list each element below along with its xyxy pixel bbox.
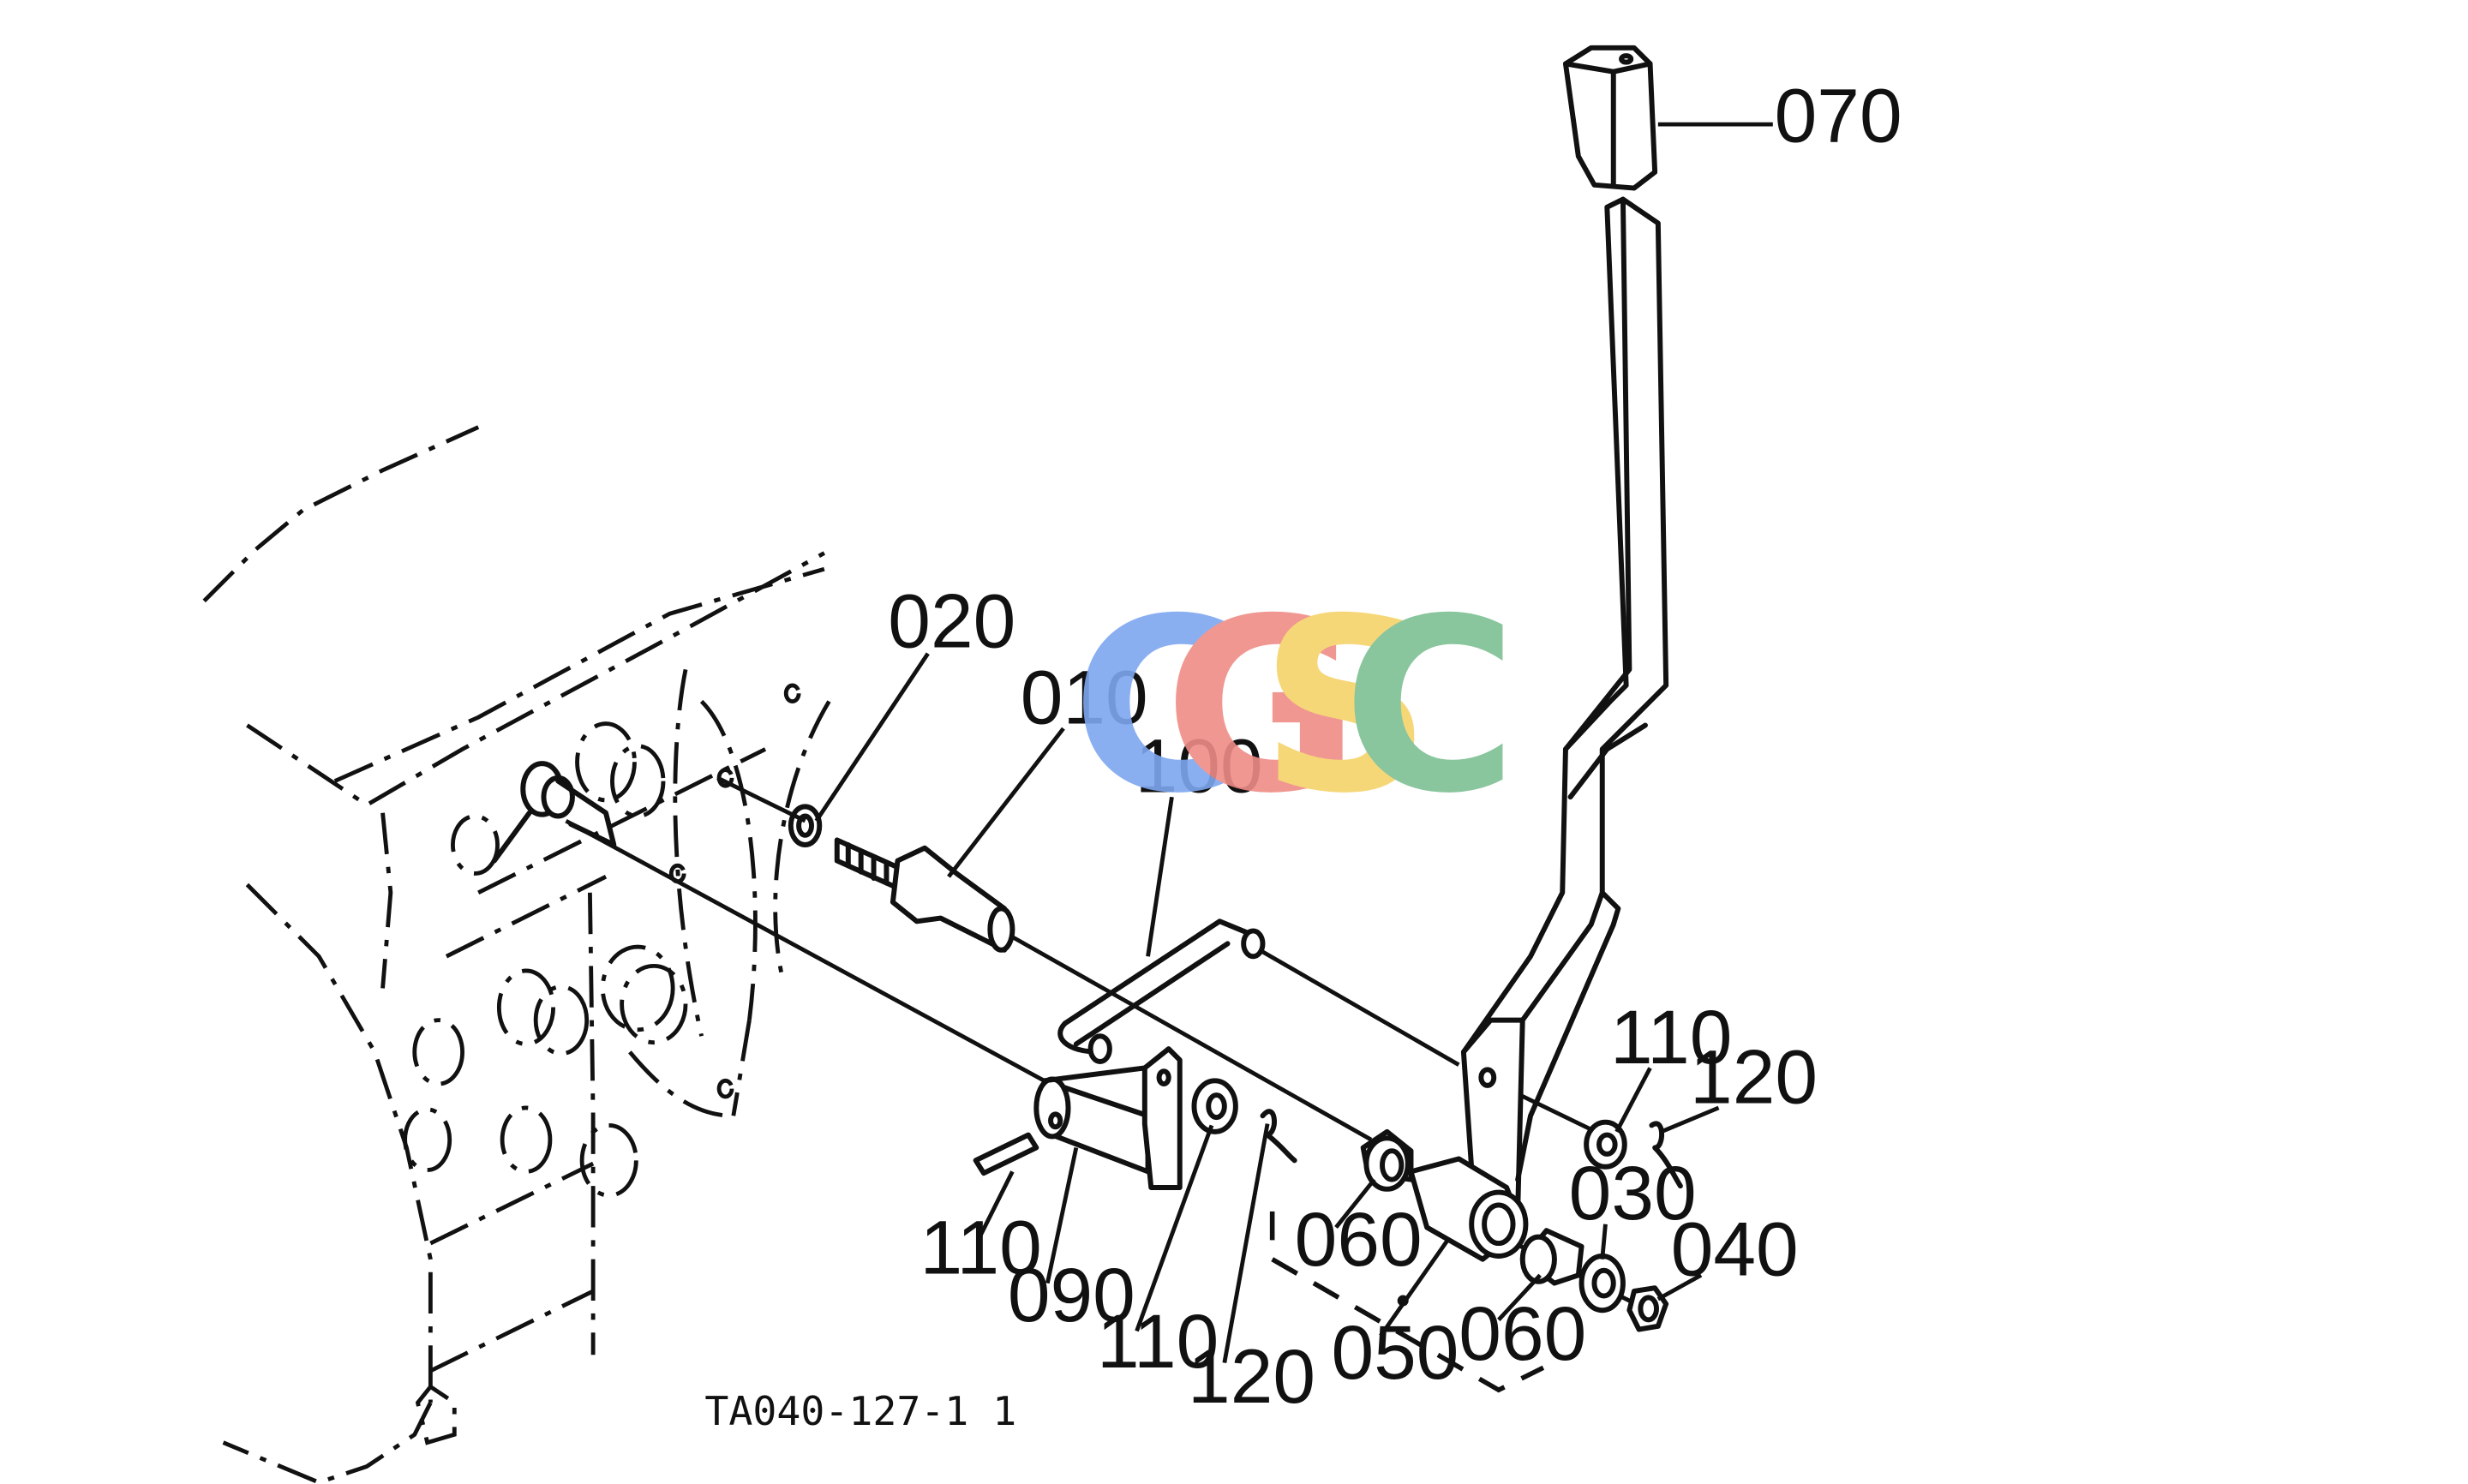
transmission-housing <box>202 425 831 1484</box>
part-label-120-left: 120 <box>1188 1333 1315 1419</box>
part-label-040: 040 <box>1671 1206 1799 1291</box>
part-label-110-left: 110 <box>1097 1298 1219 1384</box>
part-label-120-right: 120 <box>1690 1033 1818 1119</box>
washer-110-right <box>1584 1119 1627 1170</box>
watermark-logo: C G S C <box>1071 567 1518 846</box>
watermark-letter-c2: C <box>1343 567 1519 846</box>
part-label-080: 090 <box>1008 1252 1135 1337</box>
knob-070 <box>1562 45 1658 191</box>
part-label-030: 030 <box>1569 1150 1697 1236</box>
pin-100 <box>973 1132 1039 1176</box>
rod-090 <box>1057 919 1266 1064</box>
part-label-110-right: 110 <box>1610 994 1732 1080</box>
snap-ring-020 <box>788 804 823 847</box>
watermark-letter-c1: C <box>1071 567 1247 846</box>
part-label-020: 020 <box>888 577 1015 663</box>
housing-shaft <box>491 761 617 864</box>
washer-110-left <box>1191 1078 1238 1134</box>
part-label-100: 110 <box>920 1204 1042 1290</box>
watermark-letter-s: S <box>1260 567 1432 846</box>
nut-040 <box>1626 1285 1669 1332</box>
part-labels: 070 020 010 100 110 120 030 040 110 090 … <box>888 73 1902 1420</box>
leader-lines <box>814 122 1773 1364</box>
washer-030 <box>1578 1253 1626 1313</box>
diagram-code: TA040-127-1 1 <box>704 1388 1016 1434</box>
cotter-pin-120-right <box>1649 1121 1683 1189</box>
part-label-090: 100 <box>1135 723 1263 809</box>
bracket-080 <box>1033 1046 1183 1190</box>
part-label-070: 070 <box>1775 73 1902 159</box>
watermark-letter-g: G <box>1164 567 1360 846</box>
part-label-060-left: 060 <box>1295 1196 1423 1282</box>
part-label-060-right: 060 <box>1459 1290 1586 1376</box>
pivot-pin-010 <box>834 837 1015 953</box>
bushing-060-left <box>1360 1128 1414 1192</box>
part-label-010: 010 <box>1021 655 1148 740</box>
cotter-pin-120-left <box>1260 1109 1297 1164</box>
lever-050 <box>1408 196 1669 1262</box>
part-label-050: 050 <box>1331 1309 1459 1395</box>
bushing-060-right <box>1519 1228 1584 1286</box>
